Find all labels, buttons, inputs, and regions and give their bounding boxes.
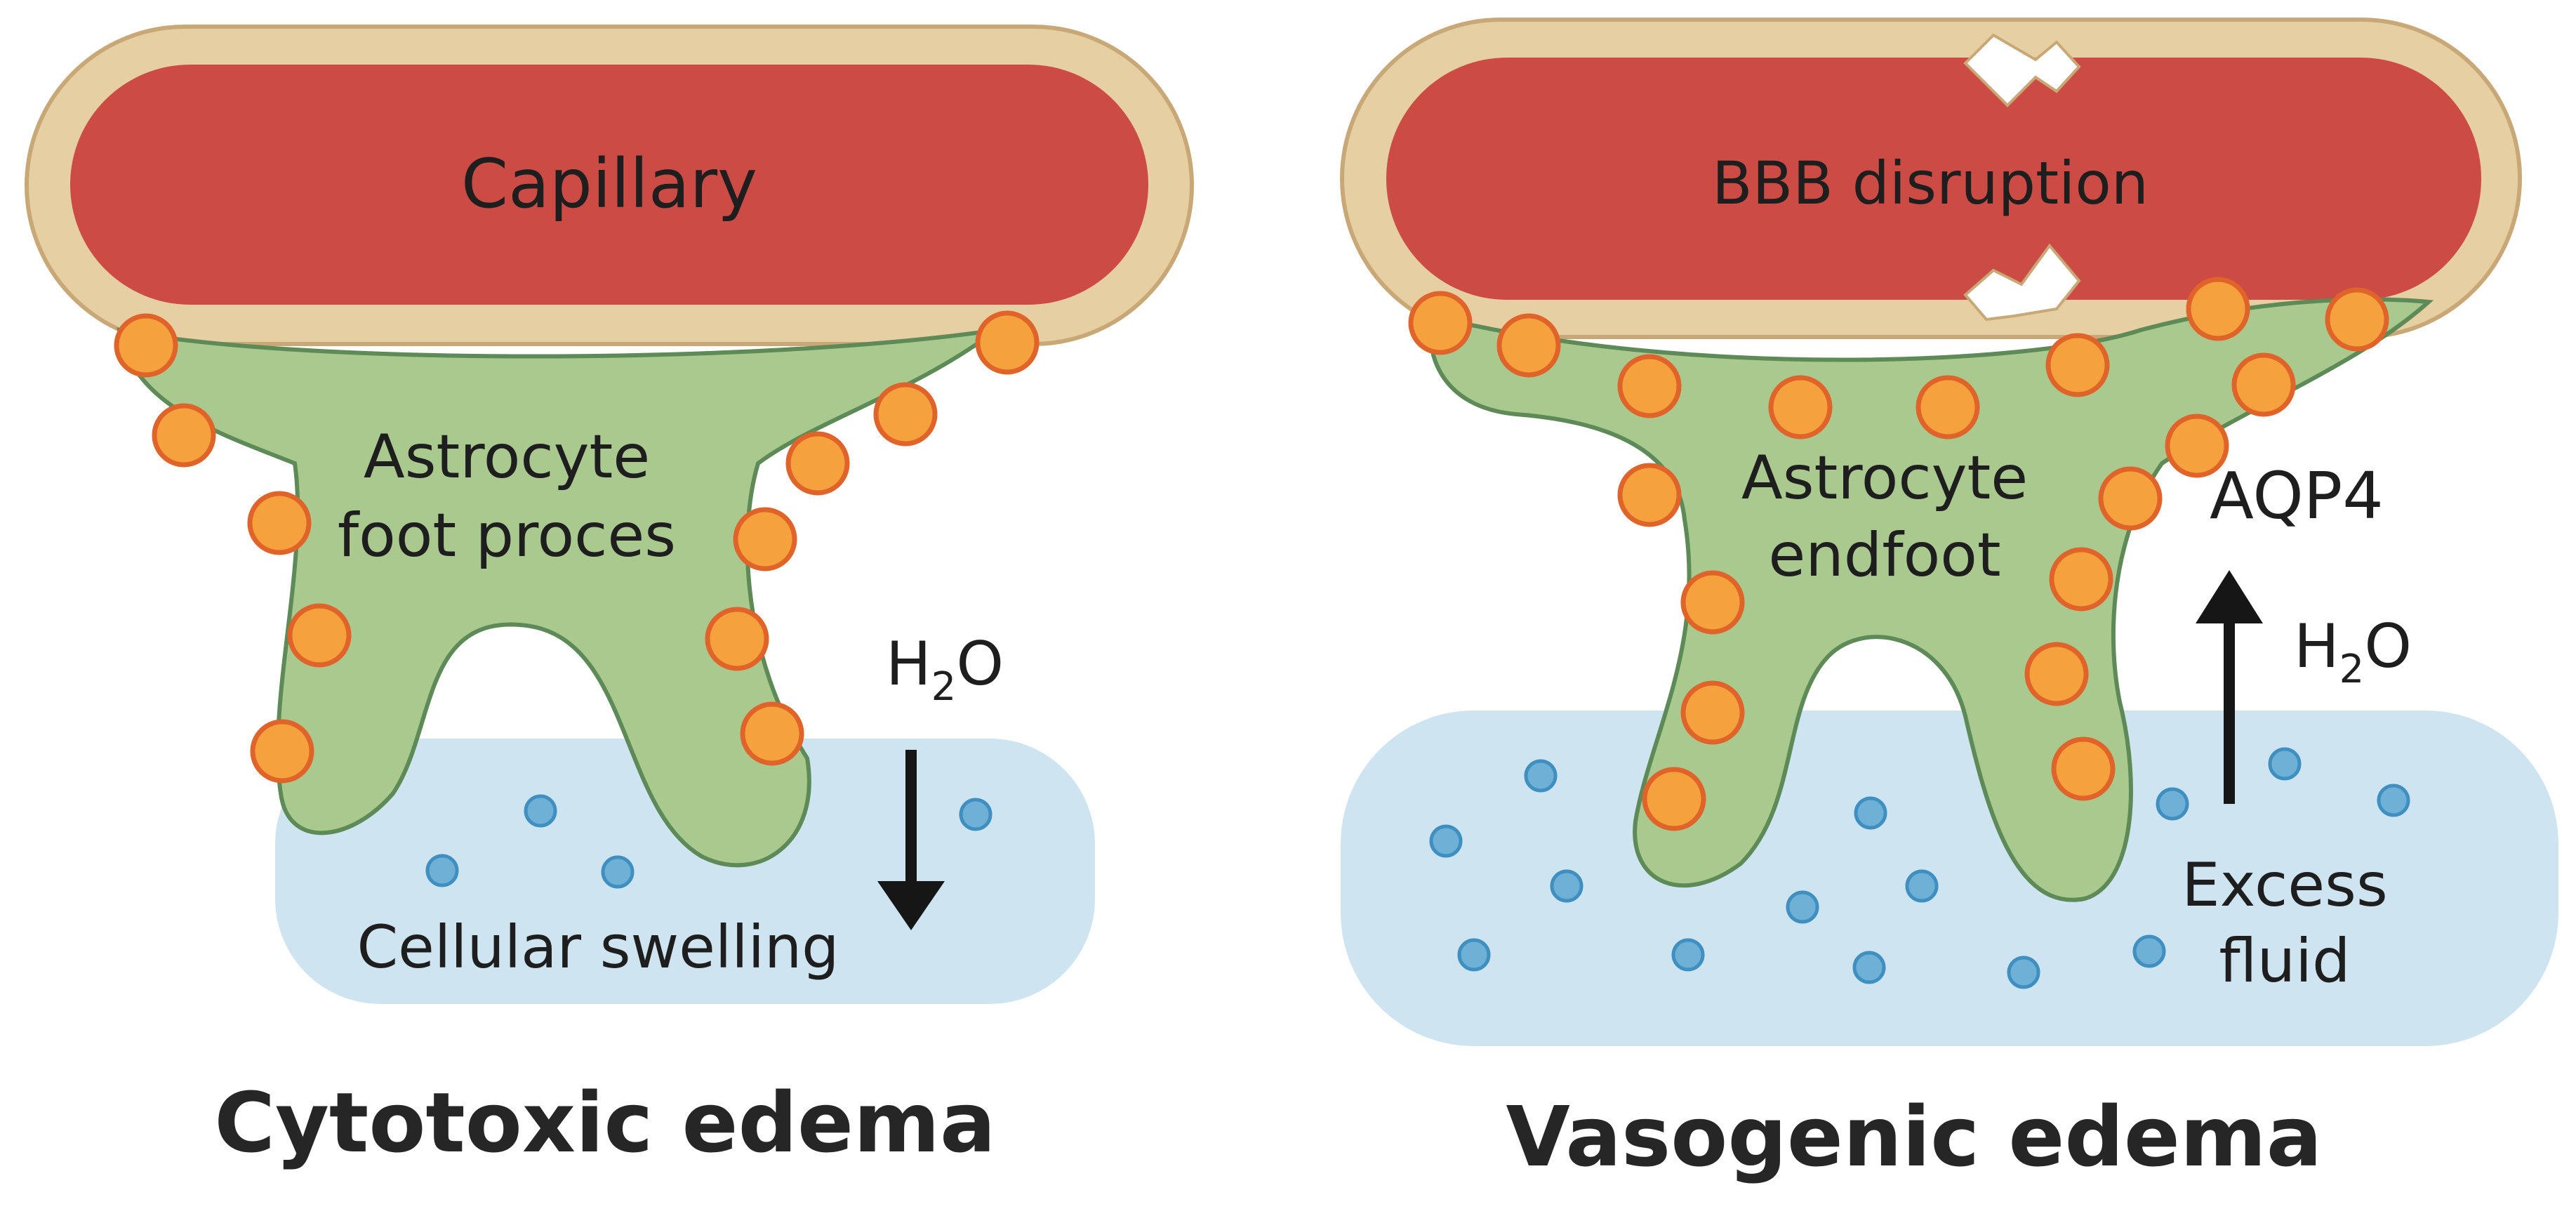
fluid-particles bbox=[425, 794, 992, 889]
cytotoxic-edema-title: Cytotoxic edema bbox=[214, 1074, 995, 1171]
fluid-particle bbox=[2132, 934, 2166, 968]
aqp4-channel bbox=[785, 431, 850, 496]
cellular-swelling-region bbox=[275, 739, 1095, 1004]
aqp4-channel bbox=[733, 507, 797, 571]
bbb-disruption-label: BBB disruption bbox=[1712, 149, 2149, 218]
fluid-particle bbox=[1429, 824, 1463, 858]
water-label: H2O bbox=[886, 629, 1004, 710]
aqp4-channel bbox=[2098, 466, 2163, 531]
aqp4-channel bbox=[2325, 287, 2389, 352]
aqp4-channel bbox=[1768, 375, 1833, 440]
fluid-particle bbox=[1786, 890, 1819, 924]
aqp4-channel bbox=[705, 607, 769, 671]
aqp4-channel bbox=[1617, 463, 1682, 527]
bbb-gap-bottom bbox=[1963, 243, 2081, 322]
aqp4-channel bbox=[152, 403, 216, 468]
fluid-particle bbox=[1854, 796, 1887, 830]
water-efflux-arrow bbox=[2196, 570, 2263, 804]
aqp4-channel bbox=[2186, 277, 2250, 341]
cellular-swelling-label: Cellular swelling bbox=[357, 913, 839, 982]
aqp4-channel bbox=[114, 313, 178, 378]
fluid-particle bbox=[1905, 869, 1939, 903]
excess-fluid-label-line2: fluid bbox=[2219, 926, 2350, 996]
fluid-particle bbox=[524, 794, 557, 828]
aqp4-channel bbox=[1408, 291, 1473, 355]
fluid-particle bbox=[425, 854, 459, 887]
water-label: H2O bbox=[2294, 612, 2412, 692]
capillary bbox=[25, 25, 1194, 346]
fluid-particle bbox=[2007, 956, 2040, 989]
bbb-gap-top bbox=[1963, 33, 2081, 107]
aqp4-channel bbox=[873, 382, 938, 447]
fluid-particle bbox=[1671, 938, 1705, 972]
vasogenic-edema-title: Vasogenic edema bbox=[1506, 1088, 2323, 1185]
cytotoxic-panel: Capillary Astrocyte foot proces H2O Cell… bbox=[25, 25, 1194, 1171]
aqp4-channel bbox=[2024, 642, 2089, 706]
astrocyte-label-line1: Astrocyte bbox=[364, 422, 650, 492]
fluid-particle bbox=[1457, 938, 1491, 972]
aqp4-channel bbox=[247, 491, 312, 555]
aqp4-channel bbox=[2051, 736, 2116, 801]
astrocyte-label-line1: Astrocyte bbox=[1741, 443, 2028, 513]
fluid-particle bbox=[1852, 951, 1886, 984]
astrocyte-label-line2: foot proces bbox=[338, 501, 676, 571]
excess-fluid-label-line1: Excess bbox=[2182, 850, 2388, 920]
capillary-lumen bbox=[1386, 58, 2481, 300]
aqp4-channel bbox=[1617, 354, 1682, 418]
aqp4-channel bbox=[287, 603, 352, 668]
fluid-particles bbox=[1429, 747, 2410, 989]
fluid-particle bbox=[959, 798, 992, 831]
aqp4-channel bbox=[2231, 352, 2296, 417]
aqp4-channels bbox=[114, 310, 1040, 784]
aqp4-channel bbox=[1642, 767, 1706, 831]
aqp4-channel bbox=[740, 701, 804, 766]
water-influx-arrow bbox=[877, 750, 945, 930]
aqp4-channel bbox=[1916, 375, 1980, 440]
fluid-particle bbox=[1524, 759, 1558, 793]
fluid-particle bbox=[2377, 784, 2410, 817]
capillary-lumen bbox=[70, 65, 1148, 305]
aqp4-channel bbox=[2045, 333, 2110, 397]
aqp4-channel bbox=[250, 719, 314, 784]
astrocyte-label-line2: endfoot bbox=[1768, 520, 2000, 590]
aqp4-channel bbox=[1496, 313, 1561, 378]
aqp4-channel bbox=[2049, 547, 2113, 612]
fluid-particle bbox=[1550, 869, 1584, 903]
capillary-label: Capillary bbox=[461, 145, 757, 223]
capillary-disrupted bbox=[1340, 18, 2522, 339]
aqp4-channel bbox=[2165, 414, 2229, 478]
aqp4-channel bbox=[1680, 680, 1745, 745]
aqp4-label: AQP4 bbox=[2210, 458, 2384, 534]
aqp4-channel bbox=[1680, 570, 1745, 635]
fluid-particle bbox=[601, 855, 635, 889]
vasogenic-panel: BBB disruption Astrocyte endfoot AQP4 H2… bbox=[1340, 18, 2558, 1185]
aqp4-channels bbox=[1408, 277, 2389, 831]
aqp4-channel bbox=[975, 310, 1040, 375]
fluid-particle bbox=[2268, 747, 2302, 781]
fluid-particle bbox=[2156, 787, 2189, 821]
